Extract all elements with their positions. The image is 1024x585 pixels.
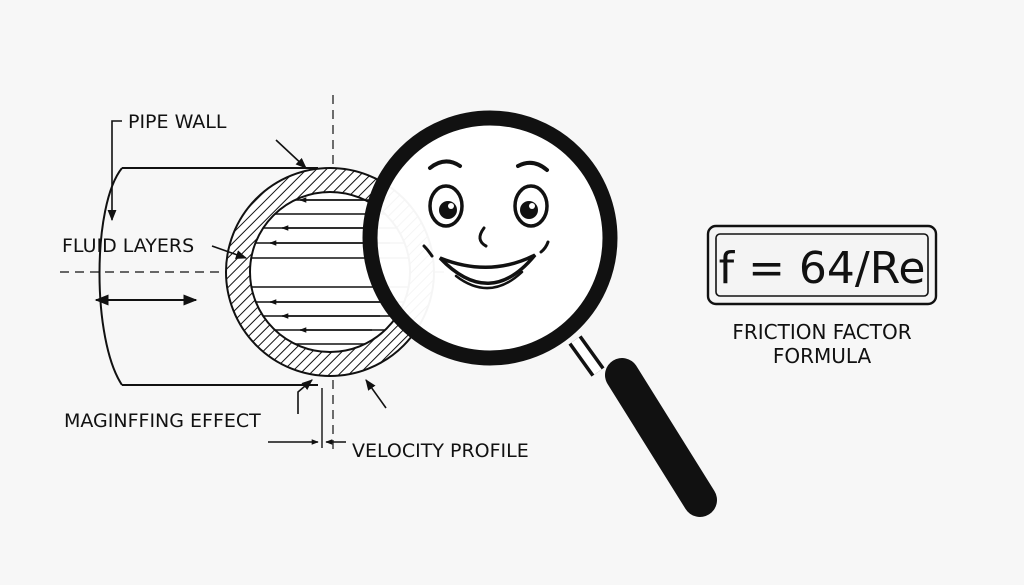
formula-caption-line1: FRICTION FACTOR: [732, 320, 911, 344]
velocity-profile-dimension: [268, 388, 346, 448]
magnifying-effect-label: MAGINFFING EFFECT: [64, 410, 261, 432]
formula-caption-line2: FORMULA: [773, 344, 872, 368]
magnifying-glass-icon: [362, 110, 717, 517]
fluid-layers-label: FLUID LAYERS: [62, 235, 194, 257]
magnifying-effect-leader: [297, 379, 313, 414]
pipe-wall-leader: [107, 120, 122, 222]
formula-display: f = 64/Re: [706, 224, 938, 306]
formula-text: f = 64/Re: [719, 243, 926, 294]
pipe-wall-label: PIPE WALL: [128, 111, 227, 133]
velocity-profile-pointer: [365, 379, 387, 409]
velocity-profile-label: VELOCITY PROFILE: [352, 440, 529, 462]
pipe-wall-pointer: [275, 139, 307, 169]
smiley-face-icon: [422, 159, 550, 290]
fluid-layers-leader: [211, 245, 248, 259]
